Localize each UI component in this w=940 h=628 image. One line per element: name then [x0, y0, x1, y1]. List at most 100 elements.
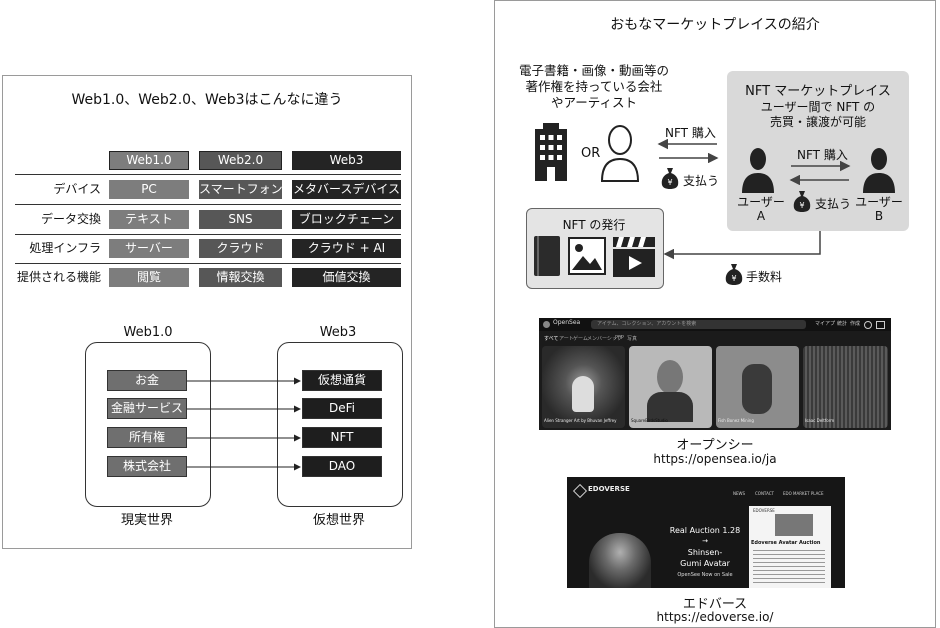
money-bag-icon: ¥	[725, 264, 743, 285]
cell-infra-web2: クラウド	[199, 239, 282, 258]
cell-infra-web3: クラウド + AI	[292, 239, 401, 258]
buy-pay-arrows	[657, 139, 719, 163]
cart-icon[interactable]	[876, 321, 885, 329]
edoverse-avatar-line1: Shinsen-	[687, 548, 723, 557]
user-icon[interactable]	[864, 321, 872, 329]
nft-buy-label-1: NFT 購入	[665, 126, 716, 140]
map-right-title: Web3	[319, 325, 357, 340]
edoverse-avatar-line2: Gumi Avatar	[680, 559, 730, 568]
cell-device-web3: メタバースデバイス	[292, 180, 401, 199]
edoverse-onsale: OpenSee Now on Sale	[677, 572, 733, 578]
opensea-url[interactable]: https://opensea.io/ja	[653, 452, 777, 466]
opensea-search-input[interactable]: アイテム、コレクション、アカウントを検索	[591, 320, 806, 329]
row-divider	[15, 174, 401, 175]
edoverse-logo-icon	[572, 483, 588, 499]
opensea-card[interactable]: SquareBirdsStudio	[629, 346, 712, 428]
opensea-nav-2[interactable]: 作成	[850, 321, 861, 327]
real-world-caption: 現実世界	[120, 513, 173, 528]
edoverse-nav-news[interactable]: NEWS	[733, 491, 746, 496]
arrow	[663, 231, 821, 260]
artist-person-icon	[600, 125, 640, 182]
marketplace-box-title: NFT マーケットプレイス	[745, 84, 891, 99]
opensea-search-placeholder: アイテム、コレクション、アカウントを検索	[597, 321, 697, 327]
cell-infra-web1: サーバー	[109, 239, 189, 258]
opensea-card[interactable]: Alien Stranger Art by Bhuvan Jeffrey	[542, 346, 625, 428]
fee-arrow	[663, 231, 821, 260]
cell-function-web2: 情報交換	[199, 268, 282, 287]
edoverse-nav-market[interactable]: EDO MARKET PLACE	[783, 491, 824, 496]
user-buy-pay-arrows	[789, 161, 851, 185]
cell-function-web3: 価値交換	[292, 268, 401, 287]
real-world-group	[85, 342, 211, 507]
map-item-crypto: 仮想通貨	[302, 370, 382, 391]
map-item-corporation: 株式会社	[107, 456, 187, 477]
map-left-title: Web1.0	[123, 325, 173, 340]
opensea-cat-3[interactable]: メンバーシップ	[587, 336, 622, 342]
figure-shape	[742, 364, 772, 414]
opensea-logo: OpenSea	[553, 319, 581, 326]
opensea-card-title: Fish Bonez Mining	[718, 418, 754, 423]
edoverse-side-logo: EDOVERSE	[753, 508, 775, 513]
opensea-logo-icon	[543, 321, 550, 328]
opensea-screenshot: OpenSea アイテム、コレクション、アカウントを検索 マイアプ 統計 作成 …	[539, 318, 891, 430]
book-icon	[534, 236, 560, 276]
opensea-cat-2[interactable]: ゲーム	[573, 336, 588, 342]
virtual-world-group	[277, 342, 403, 507]
marketplace-box-desc: ユーザー間で NFT の 売買・譲渡が可能	[760, 100, 876, 129]
opensea-cat-4[interactable]: PFP	[615, 335, 624, 341]
text-lines	[753, 550, 825, 584]
image-icon	[568, 237, 606, 275]
opensea-card-title: Alien Stranger Art by Bhuvan Jeffrey	[544, 418, 617, 423]
edoverse-side-panel: EDOVERSE Edoverse Avatar Auction	[749, 506, 831, 588]
web-comparison-panel: Web1.0、Web2.0、Web3はこんなに違う Web1.0 Web2.0 …	[2, 75, 412, 549]
virtual-world-caption: 仮想世界	[312, 513, 365, 528]
cell-data-web2: SNS	[199, 210, 282, 229]
opensea-card[interactable]: Fish Bonez Mining	[716, 346, 799, 428]
nft-buy-label-2: NFT 購入	[797, 148, 848, 162]
opensea-nav-0[interactable]: マイアプ	[815, 321, 836, 327]
fee-label: 手数料	[746, 270, 783, 284]
opensea-cat-0[interactable]: すべて	[544, 336, 559, 342]
portrait-body	[647, 392, 693, 422]
svg-text:¥: ¥	[799, 201, 804, 210]
user-b-icon	[863, 148, 895, 193]
mapping-arrows	[187, 377, 301, 471]
edoverse-url[interactable]: https://edoverse.io/	[656, 610, 774, 624]
user-a-label: ユーザー A	[737, 195, 785, 223]
opensea-name: オープンシー	[676, 438, 754, 453]
opensea-cat-5[interactable]: 写真	[627, 336, 638, 342]
edoverse-side-title: Edoverse Avatar Auction	[751, 540, 821, 546]
user-b-label: ユーザー B	[855, 195, 903, 223]
opensea-card-title: SquareBirdsStudio	[631, 418, 668, 423]
col-header-web2: Web2.0	[199, 151, 282, 170]
svg-text:¥: ¥	[667, 178, 672, 187]
money-bag-icon: ¥	[793, 191, 811, 212]
opensea-nav-1[interactable]: 統計	[837, 321, 848, 327]
cell-data-web3: ブロックチェーン	[292, 210, 401, 229]
edoverse-arrow: →	[702, 537, 708, 545]
row-divider	[15, 234, 401, 235]
row-divider	[15, 204, 401, 205]
row-label-device: デバイス	[53, 182, 101, 196]
samurai-portrait	[589, 533, 651, 588]
edoverse-auction: Real Auction 1.28	[669, 526, 741, 535]
row-label-infra: 処理インフラ	[29, 241, 101, 255]
row-divider	[15, 263, 401, 264]
pay-label-2: 支払う	[815, 197, 852, 211]
map-item-money: お金	[107, 370, 187, 391]
edoverse-logo: EDOVERSE	[588, 485, 630, 493]
money-bag-icon: ¥	[661, 168, 679, 189]
opensea-card-title: Isaac Deltform	[805, 418, 835, 423]
edoverse-nav-contact[interactable]: CONTACT	[755, 491, 774, 496]
opensea-card[interactable]: Isaac Deltform	[803, 346, 888, 428]
marketplace-title: おもなマーケットプレイスの紹介	[610, 17, 820, 33]
map-item-ownership: 所有権	[107, 427, 187, 448]
row-label-data-exchange: データ交換	[40, 212, 101, 226]
web-comparison-title: Web1.0、Web2.0、Web3はこんなに違う	[71, 92, 343, 108]
cell-device-web1: PC	[109, 180, 189, 199]
col-header-web3: Web3	[292, 151, 401, 170]
opensea-cat-1[interactable]: アート	[559, 336, 574, 342]
user-a-icon	[742, 148, 774, 193]
edoverse-side-image	[775, 514, 813, 536]
astronaut-figure	[572, 376, 594, 412]
